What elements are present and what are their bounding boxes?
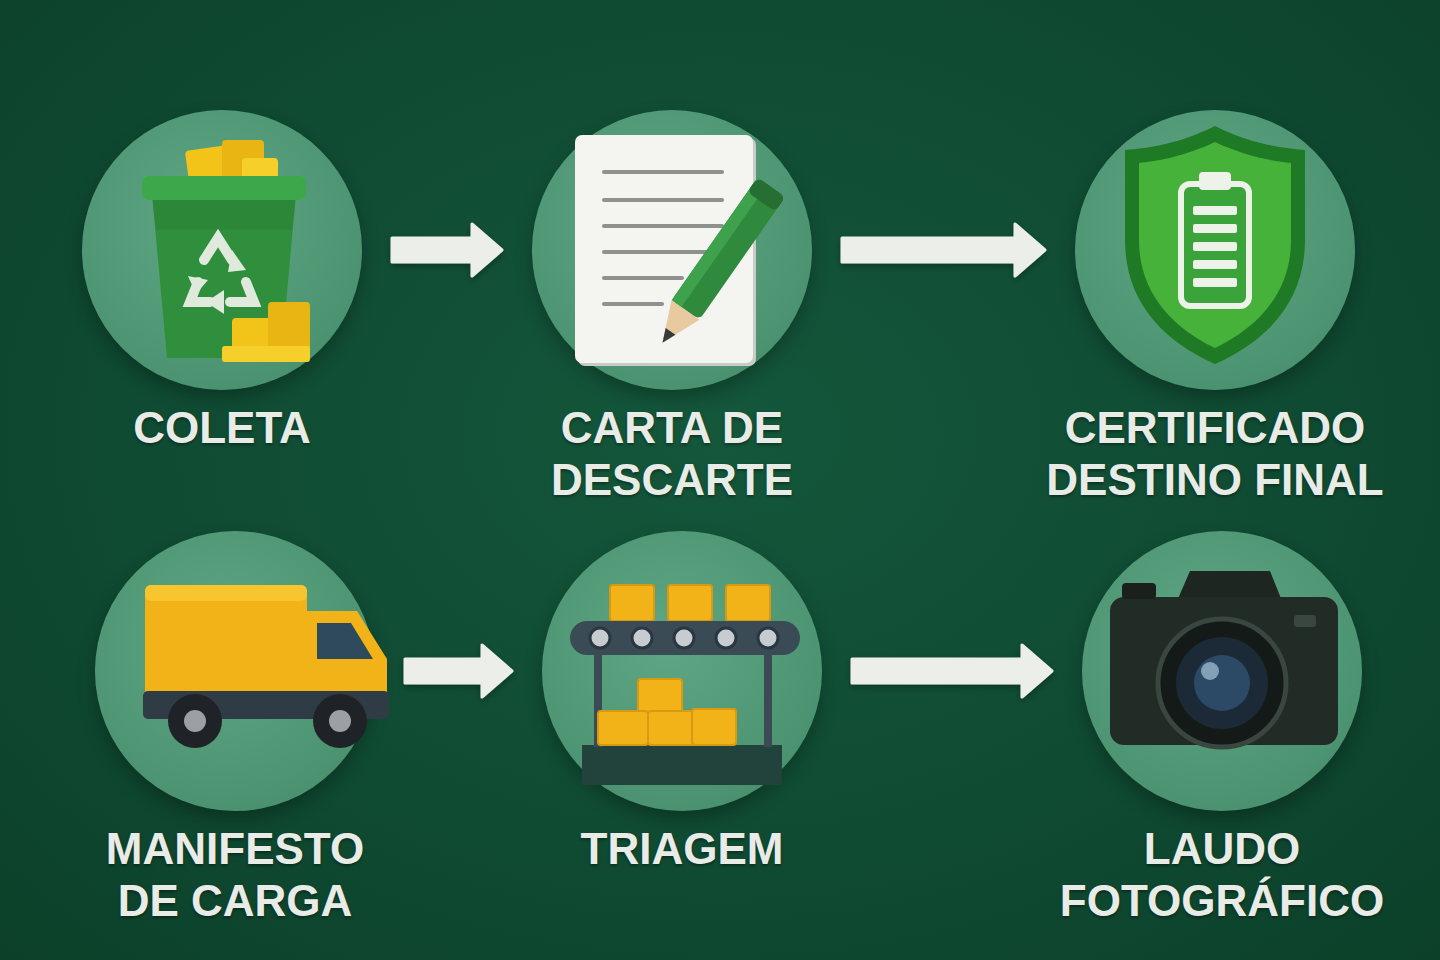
flow-arrow — [405, 645, 512, 697]
roller — [758, 628, 778, 648]
flow-arrow — [842, 224, 1045, 276]
step-label: CARTA DE DESCARTE — [512, 402, 832, 506]
shield-icon — [1075, 110, 1355, 390]
document-icon — [532, 110, 812, 390]
process-circle: MANIFESTO DE CARGA — [95, 531, 375, 811]
step-label: TRIAGEM — [581, 823, 784, 875]
recycle-bin-icon — [82, 110, 362, 390]
process-circle: CARTA DE DESCARTE — [532, 110, 812, 390]
camera-icon — [1082, 531, 1362, 811]
conveyor-icon — [542, 531, 822, 811]
process-circle: LAUDO FOTOGRÁFICO — [1082, 531, 1362, 811]
process-circle: COLETA — [82, 110, 362, 390]
step-label: COLETA — [133, 402, 311, 454]
process-circle: CERTIFICADO DESTINO FINAL — [1075, 110, 1355, 390]
roller — [632, 628, 652, 648]
flow-arrow — [392, 224, 502, 276]
roller — [716, 628, 736, 648]
step-label: MANIFESTO DE CARGA — [70, 823, 400, 927]
flow-arrow — [852, 645, 1052, 697]
truck-icon — [95, 531, 375, 811]
roller — [674, 628, 694, 648]
step-label: LAUDO FOTOGRÁFICO — [1012, 823, 1432, 927]
process-circle: TRIAGEM — [542, 531, 822, 811]
roller — [590, 628, 610, 648]
step-label: CERTIFICADO DESTINO FINAL — [1005, 402, 1425, 506]
